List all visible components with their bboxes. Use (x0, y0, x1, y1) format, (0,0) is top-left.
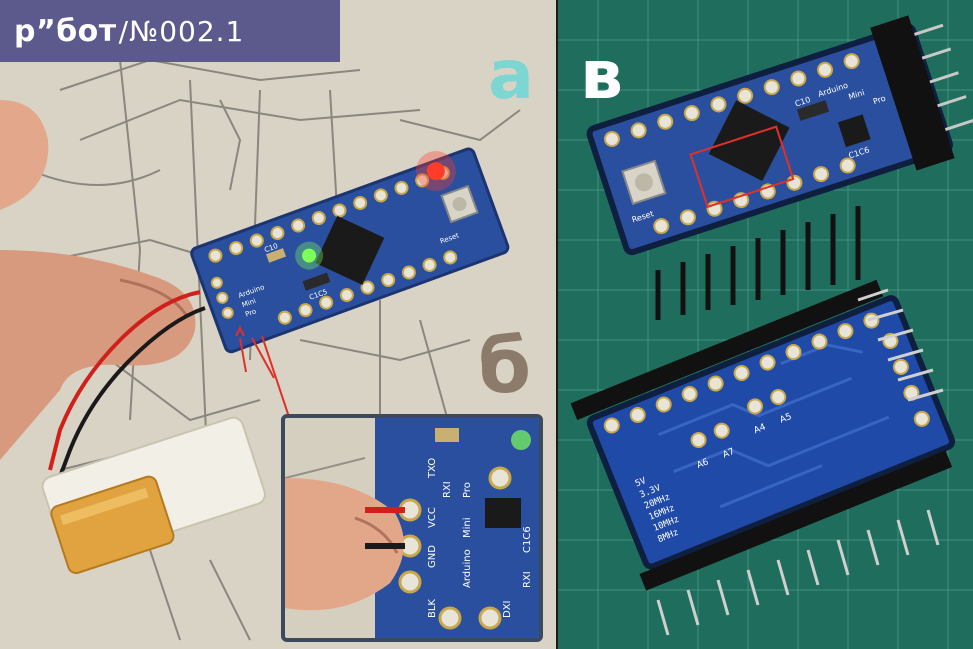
title-main: р”бот (14, 13, 117, 49)
inset-label-vcc: VCC (427, 507, 438, 528)
left-photo-illustration: Arduino Mini Pro Reset C10 C1C5 (0, 58, 521, 641)
inset-label-txo: TXO (427, 458, 438, 479)
thumb-crease (119, 278, 188, 316)
inset-label-arduino: Arduino (462, 549, 473, 588)
inset-label-mini: Mini (462, 517, 473, 538)
board-back-a6: A6 (695, 457, 710, 471)
arduino-board-top: Reset Arduino Mini Pro C10 C1C6 (586, 15, 973, 256)
board-back-a4: A4 (753, 422, 768, 436)
board-back-a7: A7 (721, 447, 736, 461)
inset-illustration: TXO RXI VCC GND BLK Arduino Mini Pro DXI… (285, 418, 539, 638)
inset-zoom: TXO RXI VCC GND BLK Arduino Mini Pro DXI… (281, 414, 543, 642)
board-label-pro: Pro (244, 307, 257, 318)
inset-label-rxi2: RXI (522, 571, 533, 588)
photo-panel-left: Arduino Mini Pro Reset C10 C1C5 р”бот (0, 0, 558, 649)
inset-label-dxi: DXI (502, 601, 513, 619)
arrows (235, 325, 291, 421)
inset-label-gnd: GND (427, 545, 438, 568)
inset-label-rxi: RXI (442, 481, 453, 498)
finger-top (0, 100, 49, 210)
lipo-battery (41, 416, 266, 575)
board-back-opt-5v: 5V (634, 476, 648, 490)
panel-label-a: а (488, 36, 534, 115)
title-bar: р”бот /№002.1 (0, 0, 340, 62)
panel-divider (556, 0, 559, 649)
back-board-pins (656, 288, 944, 636)
panel-label-b: б (478, 321, 532, 410)
arduino-board-back: A4 A5 A6 A7 5V 3.3V 20MHz 16MHz 10MHz 8M… (570, 279, 956, 591)
black-wire (53, 306, 206, 491)
board-top-pro: Pro (872, 94, 887, 107)
arduino-board-left: Arduino Mini Pro Reset C10 C1C5 (190, 147, 510, 354)
board-back-a5: A5 (779, 412, 794, 426)
photo-panel-right: Reset Arduino Mini Pro C10 C1C6 (558, 0, 973, 649)
right-photo-illustration: Reset Arduino Mini Pro C10 C1C6 (558, 0, 973, 649)
highlight-box (689, 125, 795, 209)
panel-label-v: в (580, 36, 624, 115)
hand-thumb (0, 250, 196, 460)
inset-label-c1c6: C1C6 (522, 526, 533, 553)
inset-label-pro: Pro (462, 482, 473, 498)
title-number: /№002.1 (118, 14, 245, 48)
top-board-legs (655, 206, 861, 320)
inset-label-blk: BLK (427, 599, 438, 618)
red-wire (48, 290, 201, 471)
